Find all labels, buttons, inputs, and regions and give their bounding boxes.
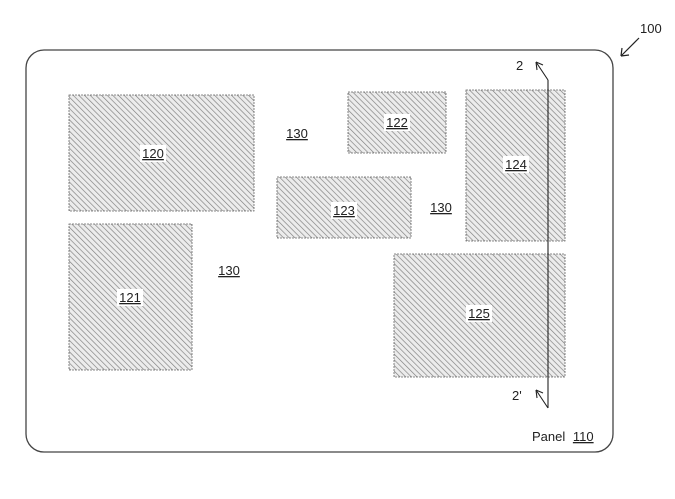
block-125: 125 xyxy=(393,253,566,378)
block-123: 123 xyxy=(276,176,412,239)
block-124: 124 xyxy=(465,89,566,242)
panel-label-prefix: Panel xyxy=(532,429,565,444)
panel-label: Panel 110 xyxy=(532,429,594,444)
block-122: 122 xyxy=(347,91,447,154)
block-label: 120 xyxy=(142,146,164,161)
block-label: 122 xyxy=(386,115,408,130)
section-start-label: 2 xyxy=(516,58,523,73)
section-line xyxy=(535,61,549,409)
figure-ref-arrow-icon xyxy=(620,37,640,57)
block-label: 121 xyxy=(119,290,141,305)
gap-label: 130 xyxy=(286,126,308,141)
panel-label-number: 110 xyxy=(573,429,594,444)
gap-label: 130 xyxy=(218,263,240,278)
gap-label: 130 xyxy=(430,200,452,215)
block-120: 120 xyxy=(68,94,255,212)
block-121: 121 xyxy=(68,223,193,371)
block-label: 123 xyxy=(333,203,355,218)
block-label: 124 xyxy=(505,157,527,172)
figure-ref-label: 100 xyxy=(640,21,662,36)
section-end-label: 2' xyxy=(512,388,522,403)
block-label: 125 xyxy=(468,306,490,321)
